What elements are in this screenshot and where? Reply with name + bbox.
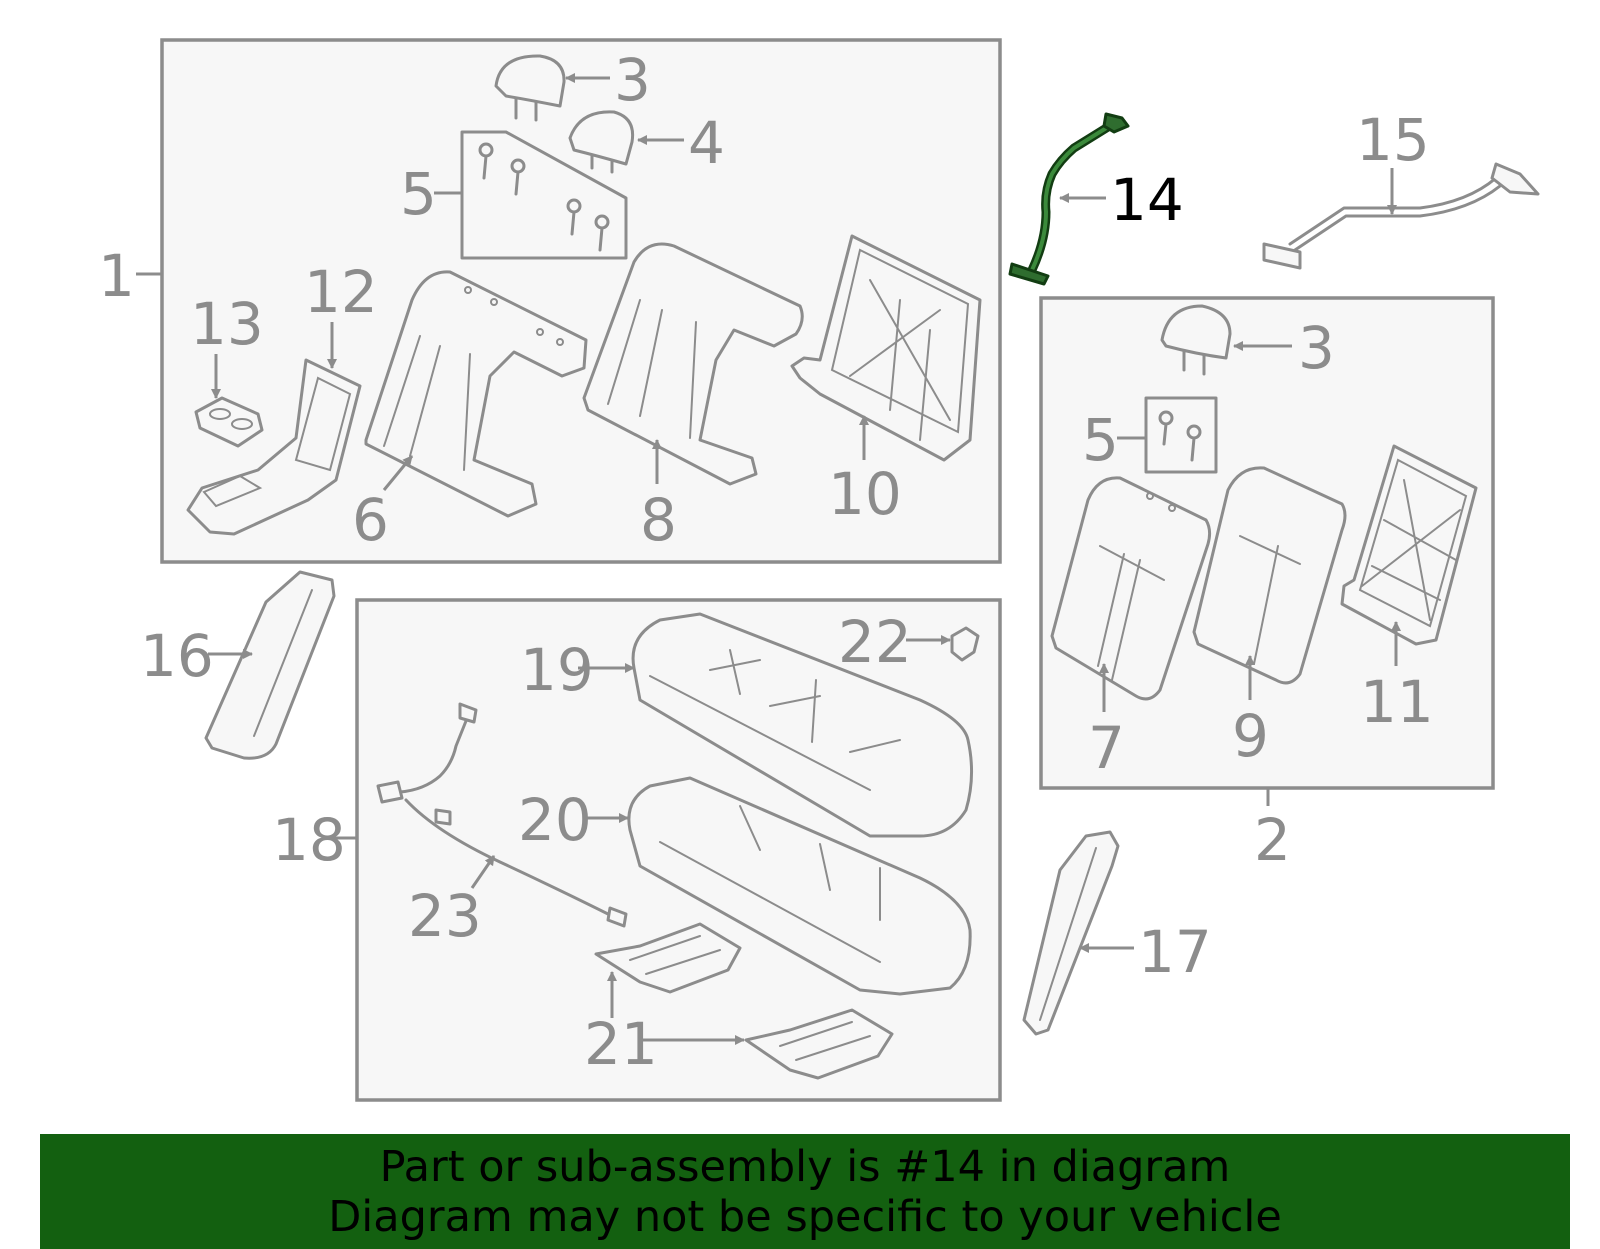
part-15-wiring-harness bbox=[1262, 162, 1540, 270]
part-9-seatback-trim-right bbox=[1192, 466, 1347, 685]
callout-2: 2 bbox=[1254, 806, 1291, 874]
callout-9: 9 bbox=[1232, 702, 1269, 770]
callout-16: 16 bbox=[140, 622, 214, 690]
callout-13: 13 bbox=[190, 290, 264, 358]
part-12-armrest bbox=[186, 358, 362, 536]
part-23-wiring-harness bbox=[376, 702, 628, 928]
part-13-cupholder bbox=[194, 396, 264, 448]
part-8-seatback-trim-center bbox=[582, 242, 804, 486]
part-21-cushion-pad-insert-b bbox=[744, 1008, 894, 1080]
callout-19: 19 bbox=[520, 636, 594, 704]
callout-12: 12 bbox=[304, 258, 378, 326]
part-20-seat-cushion-pad bbox=[627, 776, 972, 996]
part-19-seat-cushion-cover bbox=[631, 612, 974, 838]
callout-7: 7 bbox=[1088, 714, 1125, 782]
callout-5-right: 5 bbox=[1082, 406, 1119, 474]
banner-line-part-number: Part or sub-assembly is #14 in diagram bbox=[379, 1142, 1231, 1192]
callout-20: 20 bbox=[518, 786, 592, 854]
callout-10: 10 bbox=[828, 460, 902, 528]
callout-23: 23 bbox=[408, 882, 482, 950]
callout-17: 17 bbox=[1138, 918, 1212, 986]
banner-line-disclaimer: Diagram may not be specific to your vehi… bbox=[328, 1192, 1282, 1242]
part-22-clip bbox=[950, 626, 980, 662]
part-16-side-bolster-left bbox=[204, 570, 336, 760]
part-3-headrest-right bbox=[1160, 304, 1232, 376]
part-7-seatback-trim-right bbox=[1050, 476, 1212, 701]
part-11-seatback-frame-right bbox=[1340, 444, 1478, 646]
part-10-seatback-frame-left bbox=[790, 234, 982, 462]
part-21-cushion-pad-insert-a bbox=[594, 922, 742, 994]
callout-4: 4 bbox=[688, 109, 725, 177]
callout-6: 6 bbox=[352, 486, 389, 554]
part-5-bolt-kit-right bbox=[1144, 396, 1218, 474]
callout-14: 14 bbox=[1110, 166, 1184, 234]
callout-3-left: 3 bbox=[614, 46, 651, 114]
callout-1: 1 bbox=[98, 242, 135, 310]
leader-lines bbox=[136, 73, 1401, 1045]
callout-8: 8 bbox=[640, 486, 677, 554]
callout-11: 11 bbox=[1360, 668, 1434, 736]
part-4-headrest-center bbox=[568, 110, 635, 174]
part-17-side-bolster-right bbox=[1022, 830, 1120, 1036]
callout-21: 21 bbox=[584, 1010, 658, 1078]
callout-22: 22 bbox=[838, 608, 912, 676]
part-6-seatback-trim-left bbox=[364, 270, 588, 518]
callout-5-left: 5 bbox=[400, 160, 437, 228]
part-14-wiring-harness-highlighted bbox=[1008, 112, 1130, 286]
part-3-headrest-left bbox=[494, 54, 566, 122]
callout-3-right: 3 bbox=[1298, 314, 1335, 382]
part-5-bolt-kit-left bbox=[460, 130, 628, 260]
callout-18: 18 bbox=[272, 806, 346, 874]
parts-diagram: 1 2 3 3 4 5 5 6 7 8 9 10 11 12 13 14 15 … bbox=[98, 38, 1540, 1102]
part-info-banner: Part or sub-assembly is #14 in diagram D… bbox=[40, 1134, 1570, 1249]
callout-15: 15 bbox=[1356, 106, 1430, 174]
